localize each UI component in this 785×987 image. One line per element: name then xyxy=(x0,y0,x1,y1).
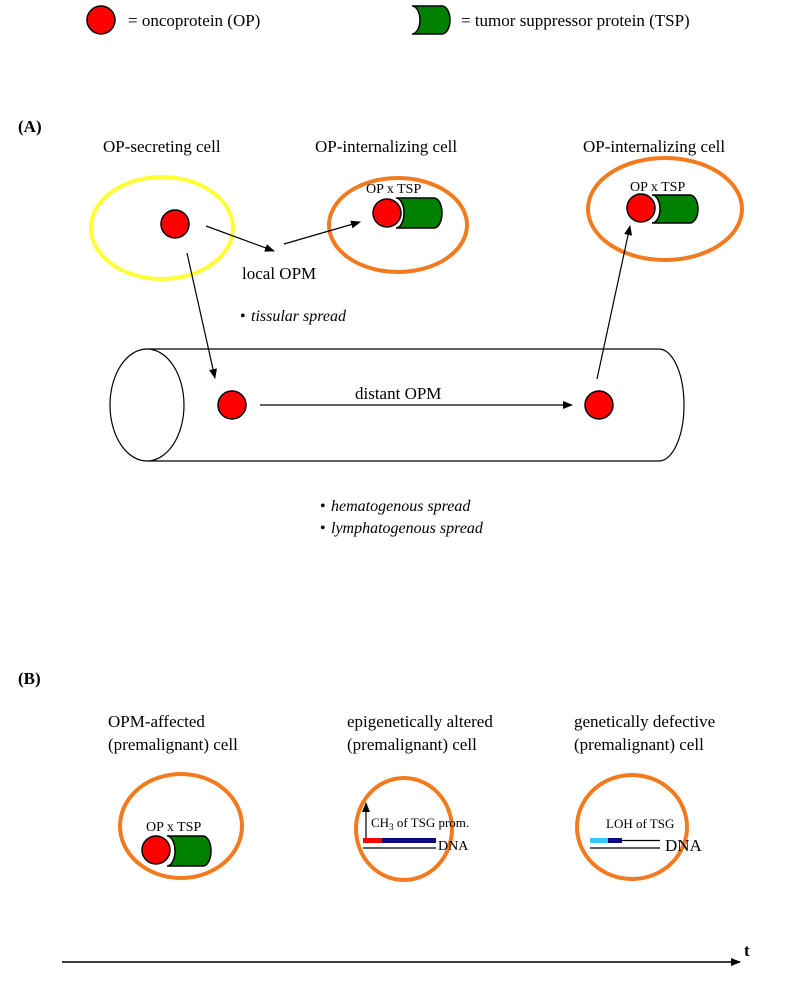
secreting-cell-title: OP-secreting cell xyxy=(103,137,221,156)
complex-2-label: OP x TSP xyxy=(630,180,685,195)
loh-dna-strand xyxy=(590,838,660,849)
complex-1-label: OP x TSP xyxy=(366,182,421,197)
loh-label: LOH of TSG xyxy=(606,816,674,831)
op-internalizing-cell-1 xyxy=(327,176,469,274)
legend-tsp-label: = tumor suppressor protein (TSP) xyxy=(461,11,690,30)
hematogenous-spread-bullet: • xyxy=(320,498,326,515)
cell2-title-line1: epigenetically altered xyxy=(347,712,493,731)
circulating-oncoprotein-2 xyxy=(584,390,614,420)
legend-oncoprotein-icon xyxy=(86,5,116,35)
exit-arrow xyxy=(596,225,633,380)
genetically-defective-cell xyxy=(575,773,689,881)
cell3-title-line2: (premalignant) cell xyxy=(574,735,704,754)
dna-label-2: DNA xyxy=(665,836,703,855)
op-internalizing-cell-2 xyxy=(586,156,744,262)
cell2-title-line2: (premalignant) cell xyxy=(347,735,477,754)
complex-2-tsp-icon xyxy=(651,194,699,224)
circulating-oncoprotein-1 xyxy=(217,390,247,420)
complex-1-tsp-icon xyxy=(395,197,443,229)
tissular-spread-label: tissular spread xyxy=(251,308,347,325)
legend-oncoprotein-label: = oncoprotein (OP) xyxy=(128,11,260,30)
cell1-oncoprotein xyxy=(141,835,171,865)
local-opm-arrow-1 xyxy=(205,225,275,252)
time-axis-label: t xyxy=(744,941,750,960)
local-opm-arrow-2 xyxy=(283,220,361,245)
op-secreting-cell xyxy=(89,175,235,281)
legend-tsp-icon xyxy=(411,5,451,35)
internalizing-cell-2-title: OP-internalizing cell xyxy=(583,137,725,156)
complex-1-oncoprotein xyxy=(372,198,402,228)
cell1-tsp-icon xyxy=(166,835,212,867)
legend: = oncoprotein (OP) = tumor suppressor pr… xyxy=(86,5,690,35)
complex-2-oncoprotein xyxy=(626,193,656,223)
opm-affected-cell xyxy=(118,772,244,880)
epigenetically-altered-cell xyxy=(354,776,454,882)
cell1-title-line1: OPM-affected xyxy=(108,712,205,731)
hematogenous-spread-label: hematogenous spread xyxy=(331,498,471,515)
methylation-label: CH3 of TSG prom. xyxy=(371,815,469,832)
dna-label-1: DNA xyxy=(438,839,469,854)
panel-b-label: (B) xyxy=(18,669,41,688)
cell3-title-line1: genetically defective xyxy=(574,712,715,731)
blood-vessel xyxy=(109,348,685,462)
lymphatogenous-spread-bullet: • xyxy=(320,520,326,537)
secreted-oncoprotein xyxy=(160,209,190,239)
tissular-spread-bullet: • xyxy=(240,308,246,325)
entry-arrow xyxy=(186,252,217,379)
internalizing-cell-1-title: OP-internalizing cell xyxy=(315,137,457,156)
cell1-complex-label: OP x TSP xyxy=(146,820,201,835)
cell1-title-line2: (premalignant) cell xyxy=(108,735,238,754)
panel-a-label: (A) xyxy=(18,117,42,136)
distant-opm-label: distant OPM xyxy=(355,384,441,403)
lymphatogenous-spread-label: lymphatogenous spread xyxy=(331,520,484,537)
local-opm-label: local OPM xyxy=(242,264,316,283)
methylated-dna-strand xyxy=(363,838,436,849)
